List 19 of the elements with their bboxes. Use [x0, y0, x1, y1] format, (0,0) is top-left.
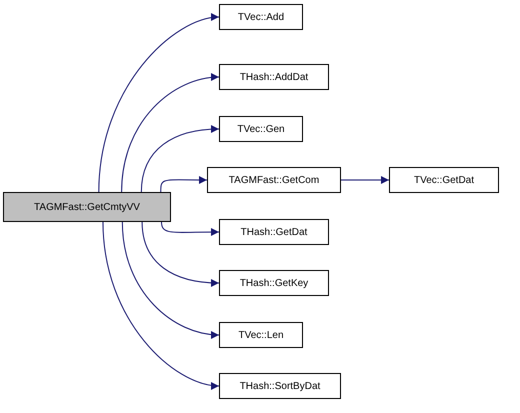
- function-box: THash::GetDat: [219, 219, 329, 245]
- arrow: [161, 222, 220, 236]
- arrow: [340, 176, 390, 184]
- arrow: [160, 176, 208, 192]
- arrow: [102, 222, 220, 390]
- arrow: [121, 74, 220, 192]
- function-box: TVec::Add: [219, 4, 303, 30]
- arrow: [142, 222, 220, 287]
- arrow: [140, 125, 220, 192]
- function-box: TVec::Gen: [219, 116, 303, 142]
- arrow: [98, 14, 220, 192]
- function-box: THash::SortByDat: [219, 373, 341, 399]
- function-box: TAGMFast::GetCmtyVV: [3, 192, 171, 222]
- function-box: THash::GetKey: [219, 270, 329, 296]
- arrow: [122, 222, 220, 338]
- function-box: TAGMFast::GetCom: [207, 167, 341, 193]
- function-box: TVec::Len: [219, 322, 303, 348]
- function-box: TVec::GetDat: [389, 167, 499, 193]
- function-box: THash::AddDat: [219, 64, 329, 90]
